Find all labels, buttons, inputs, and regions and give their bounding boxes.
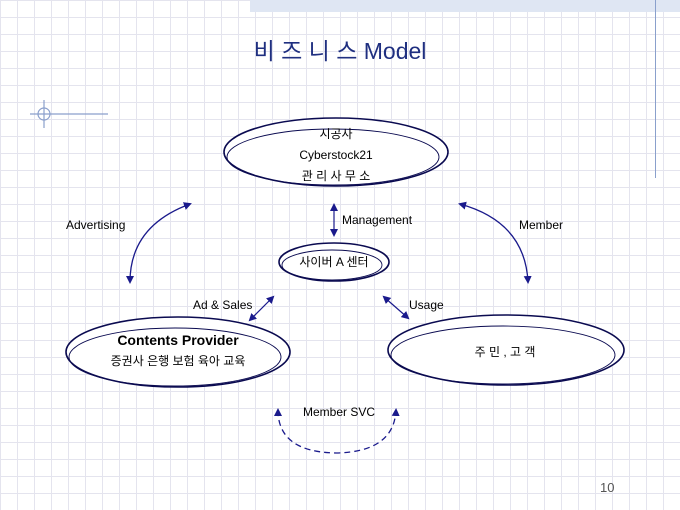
page-number: 10 <box>600 480 615 495</box>
contents-provider-text: Contents Provider 증권사 은행 보험 육아 교육 <box>78 330 278 372</box>
usage-arrow <box>382 295 410 320</box>
provider-top-text: 시공사 Cyberstock21 관 리 사 무 소 <box>236 124 436 187</box>
advertising-label: Advertising <box>66 218 126 232</box>
slide-title: 비 즈 니 스 Model <box>253 38 427 64</box>
provider-top-line-2: Cyberstock21 <box>299 148 373 162</box>
ad-sales-arrow <box>248 295 275 322</box>
management-label: Management <box>342 213 413 227</box>
right-rule <box>655 0 656 178</box>
ad-sales-label: Ad & Sales <box>193 298 253 312</box>
member-svc-label: Member SVC <box>303 405 376 419</box>
contents-provider-title: Contents Provider <box>117 332 239 348</box>
corner-ornament <box>30 100 108 128</box>
member-arrow <box>458 201 532 284</box>
member-svc-arrow <box>274 408 400 454</box>
contents-provider-subtitle: 증권사 은행 보험 육아 교육 <box>110 354 246 368</box>
center-ellipse <box>278 242 390 282</box>
provider-top-line-3: 관 리 사 무 소 <box>301 169 371 183</box>
customer-ellipse <box>387 314 625 386</box>
member-label: Member <box>519 218 564 232</box>
center-node-label: 사이버 A 센터 <box>299 255 369 269</box>
provider-top-line-1: 시공사 <box>319 127 353 141</box>
contents-provider-ellipse <box>65 316 291 388</box>
advertising-arrow <box>126 202 192 284</box>
header-band <box>250 0 680 12</box>
provider-top-ellipse <box>223 117 449 187</box>
customer-node-label: 주 민 , 고 객 <box>474 345 536 359</box>
usage-label: Usage <box>409 298 444 312</box>
